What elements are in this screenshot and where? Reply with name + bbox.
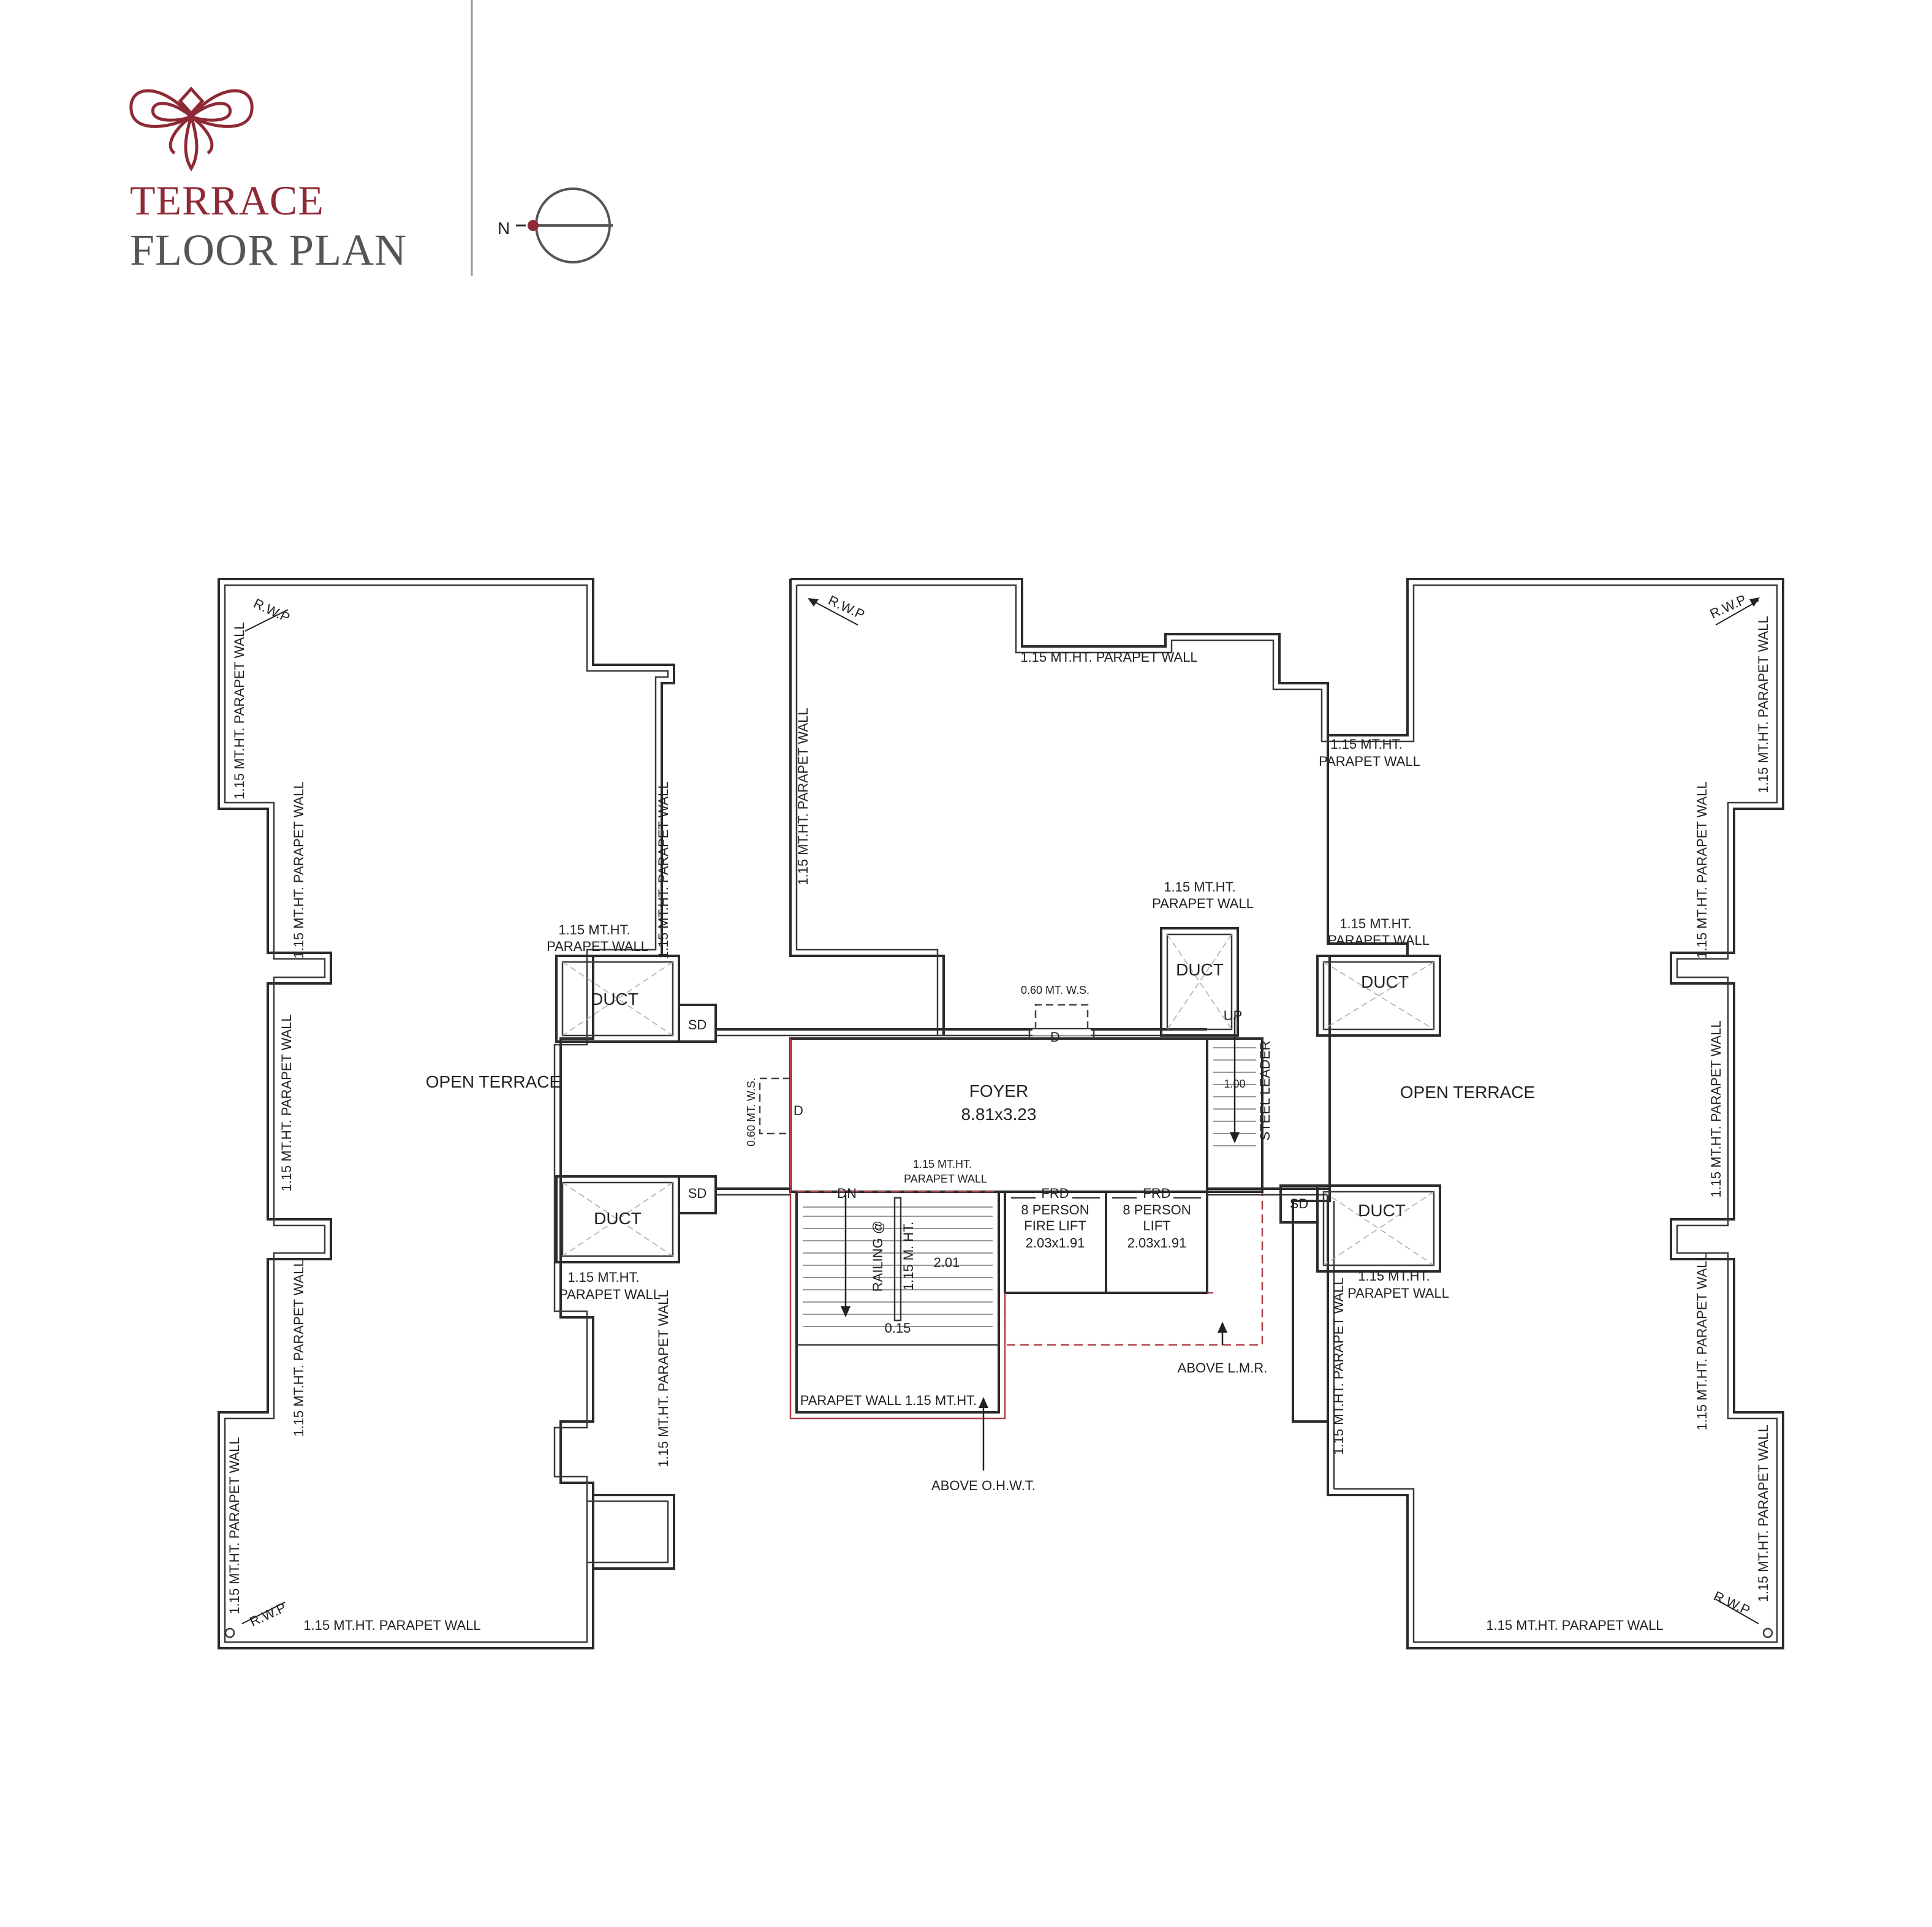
parapet-label-c-notch-b: PARAPET WALL <box>1319 754 1420 769</box>
parapet-label-r4: 1.15 MT.HT. PARAPET WALL <box>1694 1253 1710 1430</box>
fire-lift-4: 2.03x1.91 <box>1026 1235 1085 1251</box>
parapet-label-c-notch-a: 1.15 MT.HT. <box>1330 736 1402 752</box>
lift-2: 8 PERSON <box>1123 1202 1191 1217</box>
sd-label-3: SD <box>1290 1196 1309 1211</box>
parapet-label-ld2-b: PARAPET WALL <box>559 1287 661 1302</box>
door-label-left: D <box>794 1103 803 1118</box>
parapet-label-l-bottom: 1.15 MT.HT. PARAPET WALL <box>303 1618 480 1633</box>
lift-1: FRD <box>1143 1186 1170 1201</box>
duct-label-1: DUCT <box>591 990 638 1009</box>
foyer-size: 8.81x3.23 <box>961 1105 1037 1124</box>
sd-label-2: SD <box>688 1186 707 1201</box>
foyer-name: FOYER <box>969 1081 1028 1100</box>
door-label-top: D <box>1050 1029 1060 1045</box>
sd-label-1: SD <box>688 1017 707 1032</box>
ducts <box>555 927 1441 1273</box>
parapet-label-r-bottom: 1.15 MT.HT. PARAPET WALL <box>1486 1618 1663 1633</box>
title-line-1: TERRACE <box>130 177 324 224</box>
rwp-label-c: R.W.P <box>826 592 867 623</box>
parapet-label-r5: 1.15 MT.HT. PARAPET WALL <box>1756 1425 1771 1602</box>
central-terrace-outline <box>789 578 1784 1649</box>
north-label: N <box>498 219 510 238</box>
duct-label-3: DUCT <box>1176 960 1224 979</box>
staircase <box>803 1195 993 1327</box>
railing-thickness: 0.15 <box>885 1320 911 1336</box>
steel-leader-label: STEEL LEADER <box>1257 1040 1273 1140</box>
parapet-label-r1: 1.15 MT.HT. PARAPET WALL <box>1756 616 1771 793</box>
parapet-label-rd1-b: PARAPET WALL <box>1328 933 1430 948</box>
parapet-label-ld2-a: 1.15 MT.HT. <box>567 1270 639 1285</box>
duct-label-4: DUCT <box>1361 972 1409 991</box>
fire-lift-1: FRD <box>1041 1186 1069 1201</box>
steel-ladder <box>1206 1017 1263 1193</box>
stair-width: 2.01 <box>934 1255 960 1270</box>
lift-shafts <box>1004 1191 1208 1294</box>
right-wing-outline <box>1327 1195 1407 1496</box>
rain-water-pipes <box>224 597 1773 1638</box>
parapet-label-rd2-b: PARAPET WALL <box>1347 1285 1449 1301</box>
title-line-2: FLOOR PLAN <box>130 225 407 274</box>
duct-label-2: DUCT <box>594 1209 642 1228</box>
central-core <box>717 1004 1330 1471</box>
ws-label-left: 0.60 MT. W.S. <box>745 1078 757 1146</box>
parapet-label-l6: 1.15 MT.HT. PARAPET WALL <box>656 781 671 958</box>
parapet-label-rd1-a: 1.15 MT.HT. <box>1339 916 1411 931</box>
parapet-label-c-left: 1.15 MT.HT. PARAPET WALL <box>795 708 811 885</box>
parapet-label-l1: 1.15 MT.HT. PARAPET WALL <box>232 622 247 799</box>
parapet-ohwt-label: PARAPET WALL 1.15 MT.HT. <box>800 1393 977 1408</box>
parapet-label-c-top: 1.15 MT.HT. PARAPET WALL <box>1020 649 1197 665</box>
parapet-label-r3: 1.15 MT.HT. PARAPET WALL <box>1708 1020 1724 1197</box>
up-label: UP <box>1224 1008 1243 1023</box>
parapet-label-l2: 1.15 MT.HT. PARAPET WALL <box>291 781 306 958</box>
ws-label-top: 0.60 MT. W.S. <box>1021 984 1089 996</box>
lift-4: 2.03x1.91 <box>1127 1235 1187 1251</box>
rwp-label-l-bottom: R.W.P <box>248 1600 289 1630</box>
small-parapet-b: PARAPET WALL <box>904 1173 987 1185</box>
parapet-label-cd-a: 1.15 MT.HT. <box>1164 879 1235 895</box>
parapet-label-r2: 1.15 MT.HT. PARAPET WALL <box>1694 781 1710 958</box>
parapet-label-ld1-b: PARAPET WALL <box>547 939 648 954</box>
parapet-label-cd-b: PARAPET WALL <box>1152 896 1254 911</box>
rwp-label-l-top: R.W.P <box>251 596 292 626</box>
lift-3: LIFT <box>1143 1218 1170 1233</box>
parapet-label-l3: 1.15 MT.HT. PARAPET WALL <box>279 1014 294 1191</box>
railing-height: 1.15 M. HT. <box>901 1222 916 1290</box>
leader-width: 1.00 <box>1224 1078 1245 1090</box>
parapet-label-l7: 1.15 MT.HT. PARAPET WALL <box>656 1290 671 1467</box>
above-lmr: ABOVE L.M.R. <box>1178 1360 1268 1376</box>
north-compass-icon: N <box>498 187 613 263</box>
railing-label: RAILING @ <box>870 1221 885 1292</box>
open-terrace-right: OPEN TERRACE <box>1400 1083 1535 1102</box>
above-ohwt: ABOVE O.H.W.T. <box>931 1478 1036 1493</box>
duct-label-5: DUCT <box>1358 1201 1406 1220</box>
parapet-label-l5: 1.15 MT.HT. PARAPET WALL <box>227 1437 242 1614</box>
dn-label: DN <box>837 1186 857 1201</box>
parapet-label-ld1-a: 1.15 MT.HT. <box>558 922 630 937</box>
parapet-label-rd2-a: 1.15 MT.HT. <box>1358 1268 1430 1284</box>
small-parapet-a: 1.15 MT.HT. <box>913 1158 972 1170</box>
fire-lift-3: FIRE LIFT <box>1024 1218 1086 1233</box>
parapet-label-r6: 1.15 MT.HT. PARAPET WALL <box>1331 1278 1346 1455</box>
open-terrace-left: OPEN TERRACE <box>426 1072 561 1091</box>
left-wing-outline <box>218 578 675 1649</box>
fire-lift-2: 8 PERSON <box>1021 1202 1089 1217</box>
brand-logo <box>129 86 254 172</box>
rwp-label-r-top: R.W.P <box>1708 592 1749 622</box>
rwp-label-r-bottom: R.W.P <box>1711 1588 1752 1618</box>
parapet-label-l4: 1.15 MT.HT. PARAPET WALL <box>291 1259 306 1436</box>
